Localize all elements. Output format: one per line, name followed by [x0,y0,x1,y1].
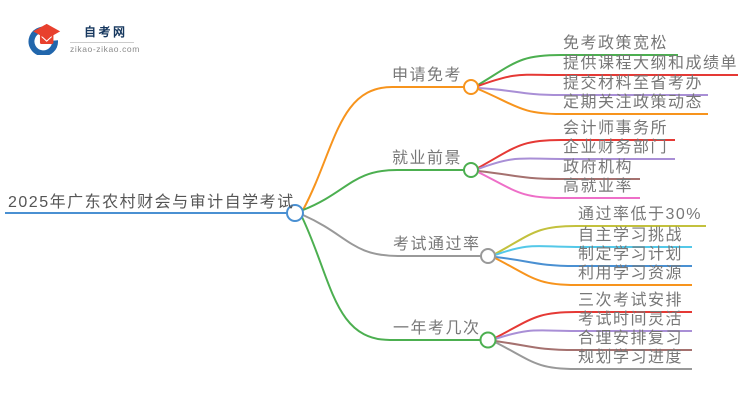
branch-1-child-1-label: 免考政策宽松 [563,35,669,52]
branch-1-child-3-line [477,87,708,96]
branch-3-child-1-line [494,225,706,255]
root-node-circle [286,204,304,222]
branch-2-child-1-label: 会计师事务所 [563,120,669,137]
branch-4-child-2-label: 考试时间灵活 [578,311,684,328]
branch-1-child-4-label: 定期关注政策动态 [563,94,704,111]
branch-2-child-2-label: 企业财务部门 [563,139,669,156]
branch-1-line [302,86,464,211]
branch-3-node-circle [480,248,496,264]
branch-2-child-3-line [477,170,640,180]
branch-2-child-4-label: 高就业率 [563,178,634,195]
branch-4-child-1-label: 三次考试安排 [578,292,684,309]
branch-3-child-4-label: 利用学习资源 [578,265,684,282]
branch-3-child-2-line [494,245,692,256]
branch-2-child-3-label: 政府机构 [563,159,634,176]
branch-1-child-2-line [477,73,738,87]
branch-4-label: 一年考几次 [393,320,481,337]
branch-2-child-4-line [477,171,640,199]
branch-1-child-3-label: 提交材料至省考办 [563,75,704,92]
branch-1-child-2-label: 提供课程大纲和成绩单 [563,55,739,72]
branch-3-child-3-line [494,256,692,267]
branch-3-line [302,214,481,257]
branch-2-label: 就业前景 [392,150,463,167]
branch-1-label: 申请免考 [392,67,463,84]
branch-3-child-4-line [494,257,692,286]
branch-4-child-2-line [494,329,692,340]
branch-4-child-3-line [494,340,692,351]
branch-4-child-4-line [494,341,692,370]
logo-divider [70,42,134,43]
site-logo: 自考网 zikao-zikao.com [28,23,140,55]
branch-4-child-3-label: 合理安排复习 [578,330,684,347]
branch-2-child-2-line [477,157,675,170]
branch-3-child-1-label: 通过率低于30% [578,206,703,223]
branch-1-node-circle [463,79,479,95]
branch-4-child-1-line [494,311,692,339]
logo-tagline: zikao-zikao.com [70,44,140,54]
branch-2-node-circle [463,162,479,178]
branch-3-label: 考试通过率 [393,236,481,253]
branch-4-child-4-label: 规划学习进度 [578,349,684,366]
logo-title: 自考网 [84,25,128,39]
branch-2-child-1-line [477,139,675,169]
branch-3-child-3-label: 制定学习计划 [578,246,684,263]
branch-1-child-1-line [477,54,678,86]
graduation-cap-icon [28,23,61,55]
branch-4-node-circle [479,331,497,349]
branch-3-child-2-label: 自主学习挑战 [578,227,684,244]
branch-4-line [301,216,480,341]
branch-2-line [302,169,464,211]
branch-1-child-4-line [477,88,708,115]
root-topic-label: 2025年广东农村财会与审计自学考试 [8,194,295,211]
